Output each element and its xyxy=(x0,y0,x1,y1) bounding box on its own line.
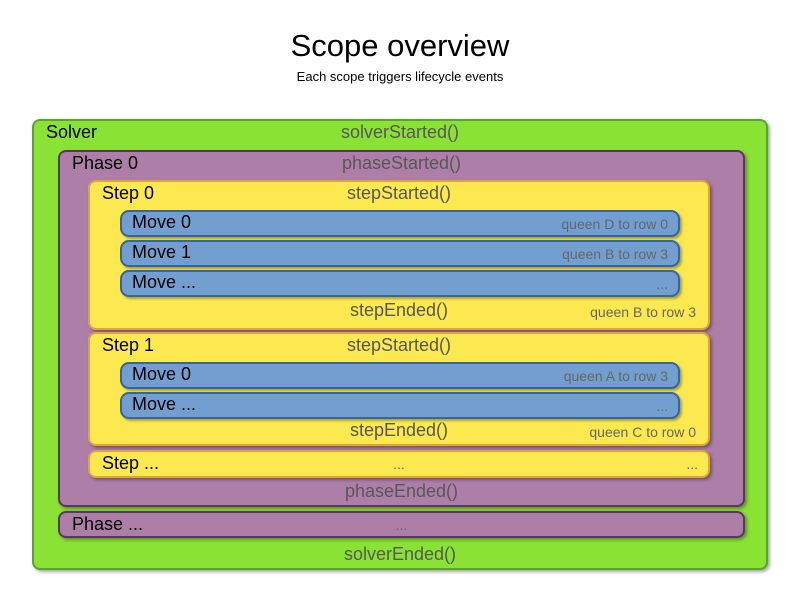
phase0-label: Phase 0 xyxy=(72,153,139,173)
solver-label: Solver xyxy=(46,122,98,142)
step1-move0-detail: queen A to row 3 xyxy=(563,368,668,384)
step-more-center-ellipsis: ... xyxy=(393,456,405,472)
step0-ended-detail: queen B to row 3 xyxy=(590,304,696,320)
step-more-right-ellipsis: ... xyxy=(686,456,698,472)
step1-move-more-label: Move ... xyxy=(132,394,197,414)
step-more-scope-box: Step ... ... ... xyxy=(88,450,710,478)
step0-move0-label: Move 0 xyxy=(132,212,192,232)
step0-move0-detail: queen D to row 0 xyxy=(561,216,668,232)
step1-ended-row: stepEnded() queen C to row 0 xyxy=(90,420,708,446)
step1-scope-box: Step 1 stepStarted() Move 0 queen A to r… xyxy=(88,332,710,446)
step0-move1-label: Move 1 xyxy=(132,242,192,262)
step0-move1-detail: queen B to row 3 xyxy=(562,246,668,262)
step0-started-event: stepStarted() xyxy=(346,183,452,203)
phase0-scope-box: Phase 0 phaseStarted() Step 0 stepStarte… xyxy=(58,150,745,507)
step1-started-event: stepStarted() xyxy=(346,335,452,355)
phase-started-event: phaseStarted() xyxy=(341,153,462,173)
step0-move-more-label: Move ... xyxy=(132,272,197,292)
phase-more-label: Phase ... xyxy=(72,514,144,534)
step0-move-more-detail: ... xyxy=(656,276,668,292)
step1-move-more-detail: ... xyxy=(656,398,668,414)
step0-ended-event: stepEnded() xyxy=(349,300,449,320)
step1-move0-label: Move 0 xyxy=(132,364,192,384)
step1-ended-detail: queen C to row 0 xyxy=(589,424,696,440)
step0-label: Step 0 xyxy=(102,183,155,203)
step0-scope-box: Step 0 stepStarted() Move 0 queen D to r… xyxy=(88,180,710,330)
solver-ended-event: solverEnded() xyxy=(343,544,457,564)
step1-ended-event: stepEnded() xyxy=(349,420,449,440)
phase-ended-event: phaseEnded() xyxy=(344,481,459,501)
step0-move0-box: Move 0 queen D to row 0 xyxy=(120,210,680,237)
page-subtitle: Each scope triggers lifecycle events xyxy=(296,69,504,84)
solver-scope-box: Solver solverStarted() Phase 0 phaseStar… xyxy=(32,119,768,570)
step0-move1-box: Move 1 queen B to row 3 xyxy=(120,240,680,267)
step1-move0-box: Move 0 queen A to row 3 xyxy=(120,362,680,389)
step-more-label: Step ... xyxy=(102,453,160,473)
solver-started-event: solverStarted() xyxy=(340,122,460,142)
step0-ended-row: stepEnded() queen B to row 3 xyxy=(90,300,708,326)
page-title: Scope overview xyxy=(290,28,510,63)
step0-move-more-box: Move ... ... xyxy=(120,270,680,297)
step1-move-more-box: Move ... ... xyxy=(120,392,680,419)
phase-more-center-ellipsis: ... xyxy=(395,517,408,533)
step1-label: Step 1 xyxy=(102,335,155,355)
phase-more-scope-box: Phase ... ... xyxy=(58,511,745,538)
